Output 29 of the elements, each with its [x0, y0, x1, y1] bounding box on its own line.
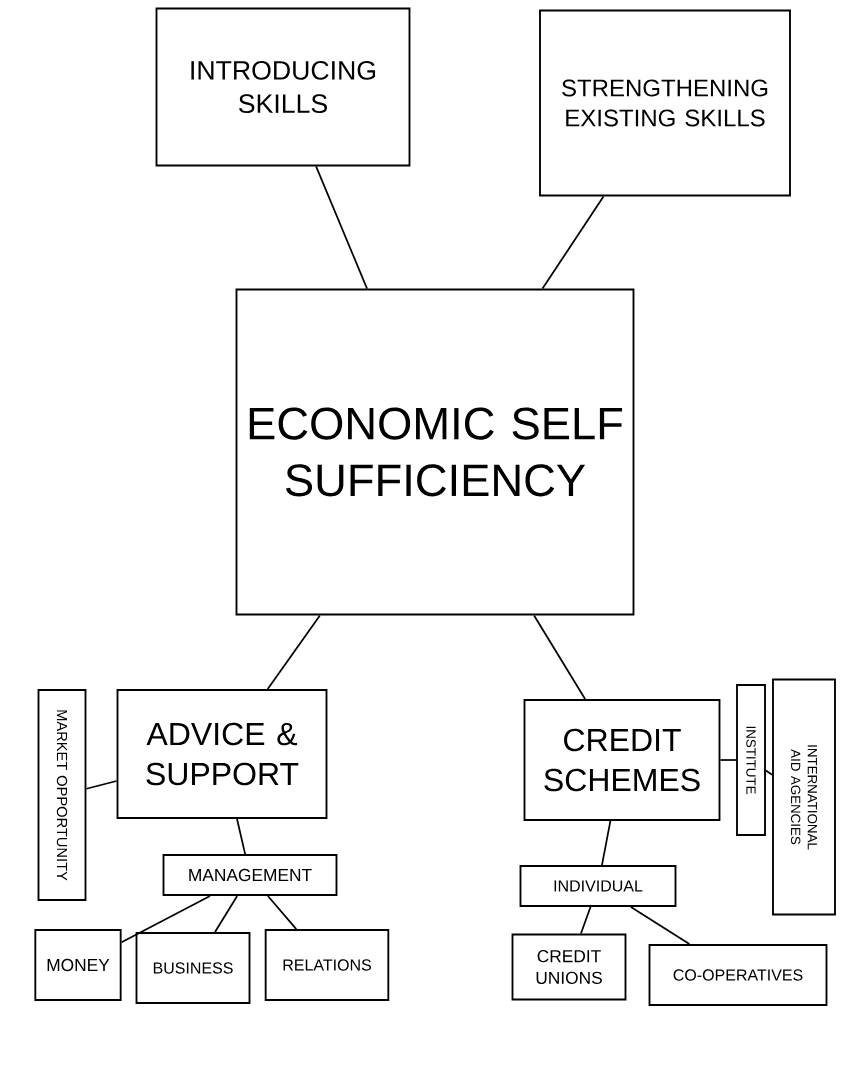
connector-line	[266, 614, 321, 690]
concept-box: CO-OPERATIVES	[648, 944, 828, 1006]
concept-box: MONEY	[34, 929, 122, 1001]
connector-line	[765, 769, 773, 776]
concept-box: INTERNATIONAL AID AGENCIES	[772, 678, 836, 916]
concept-box: INDIVIDUAL	[519, 865, 677, 907]
connector-line	[315, 165, 368, 290]
connector-line	[85, 780, 118, 790]
concept-box: MANAGEMENT	[162, 854, 338, 896]
connector-line	[601, 820, 612, 866]
concept-box: CREDIT UNIONS	[511, 933, 627, 1001]
concept-box: BUSINESS	[135, 932, 251, 1004]
connector-line	[580, 906, 592, 935]
connector-line	[533, 614, 586, 700]
concept-box: CREDIT SCHEMES	[523, 699, 721, 821]
central-concept-box: ECONOMIC SELF SUFFICIENCY	[235, 288, 635, 616]
concept-box: INTRODUCING SKILLS	[155, 7, 411, 167]
connector-line	[541, 195, 605, 290]
connector-line	[120, 895, 211, 944]
concept-box: INSTITUTE	[736, 684, 766, 836]
connector-line	[719, 759, 737, 761]
connector-line	[630, 906, 691, 945]
concept-box: RELATIONS	[264, 929, 390, 1001]
connector-line	[267, 895, 298, 930]
concept-box: STRENGTHENING EXISTING SKILLS	[539, 9, 791, 197]
concept-box: MARKET OPPORTUNITY	[37, 689, 87, 901]
connector-line	[214, 895, 239, 933]
concept-box: ADVICE & SUPPORT	[116, 689, 328, 819]
connector-line	[236, 818, 247, 855]
